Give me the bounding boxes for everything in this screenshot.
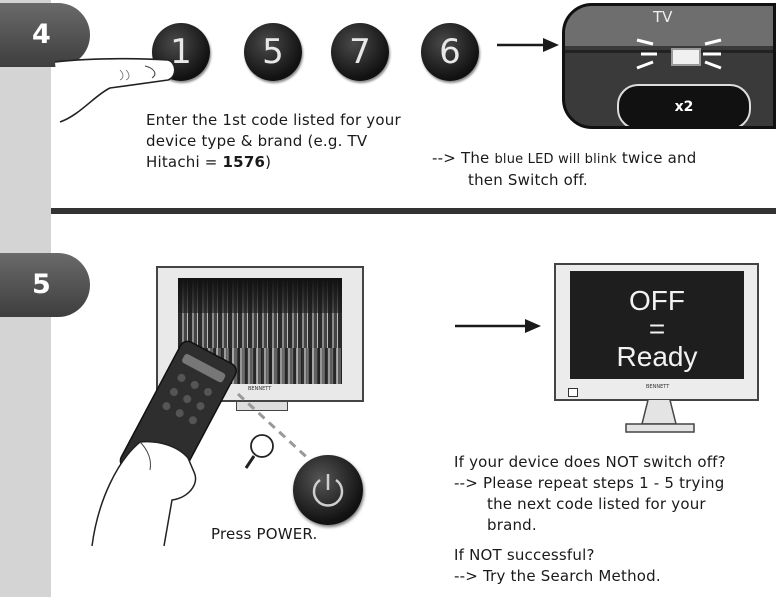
tv-screen-ready: OFF = Ready (570, 271, 744, 379)
step4-instruction: Enter the 1st code listed for your devic… (146, 110, 401, 173)
step4-result: --> The blue LED will blink twice and th… (432, 148, 696, 191)
step-number-badge: 5 (0, 253, 90, 317)
digit-button: 6 (421, 23, 479, 81)
press-power-label: Press POWER. (211, 525, 318, 543)
digit-button: 5 (244, 23, 302, 81)
tv-power-indicator (568, 388, 578, 397)
instruction-line: device type & brand (e.g. TV (146, 132, 368, 150)
code-example: 1576 (222, 153, 266, 171)
troubleshoot-line: the next code listed for your (487, 495, 706, 513)
blink-count-label: x2 (674, 99, 694, 115)
power-button (293, 455, 363, 525)
troubleshoot-question: If your device does NOT switch off? (454, 453, 726, 471)
troubleshoot-line: brand. (487, 516, 537, 534)
tv-stand (625, 399, 695, 433)
led-indicator (671, 48, 701, 66)
result-line: --> The blue LED will blink twice and (432, 149, 697, 167)
blink-count-badge: x2 (617, 84, 751, 126)
step5-troubleshoot: If your device does NOT switch off? --> … (454, 452, 726, 587)
arrow-right-icon (455, 319, 541, 333)
pressing-finger-illustration (54, 57, 176, 123)
step-number-badge: 4 (0, 3, 90, 67)
arrow-right-icon (497, 38, 559, 52)
tv-brand-label: BENNETT (646, 384, 670, 390)
fail-question: If NOT successful? (454, 546, 595, 564)
instruction-line: Hitachi = 1576) (146, 153, 272, 171)
digit-button: 7 (331, 23, 389, 81)
screen-line: Ready (616, 341, 698, 372)
screen-line: OFF (629, 285, 685, 316)
power-icon (312, 474, 344, 507)
instruction-line: Enter the 1st code listed for your (146, 111, 401, 129)
screen-line: = (648, 313, 666, 344)
led-blink-rays (636, 38, 722, 70)
section-divider (51, 208, 776, 214)
tv-stand (236, 402, 288, 411)
tv-brand-label: BENNETT (248, 386, 272, 392)
remote-led-closeup: TV x2 (562, 3, 776, 129)
hand-holding-remote-illustration (91, 340, 237, 547)
fail-action: --> Try the Search Method. (454, 567, 661, 585)
result-line: then Switch off. (468, 171, 588, 189)
troubleshoot-line: --> Please repeat steps 1 - 5 trying (454, 474, 725, 492)
led-label: TV (653, 8, 673, 26)
